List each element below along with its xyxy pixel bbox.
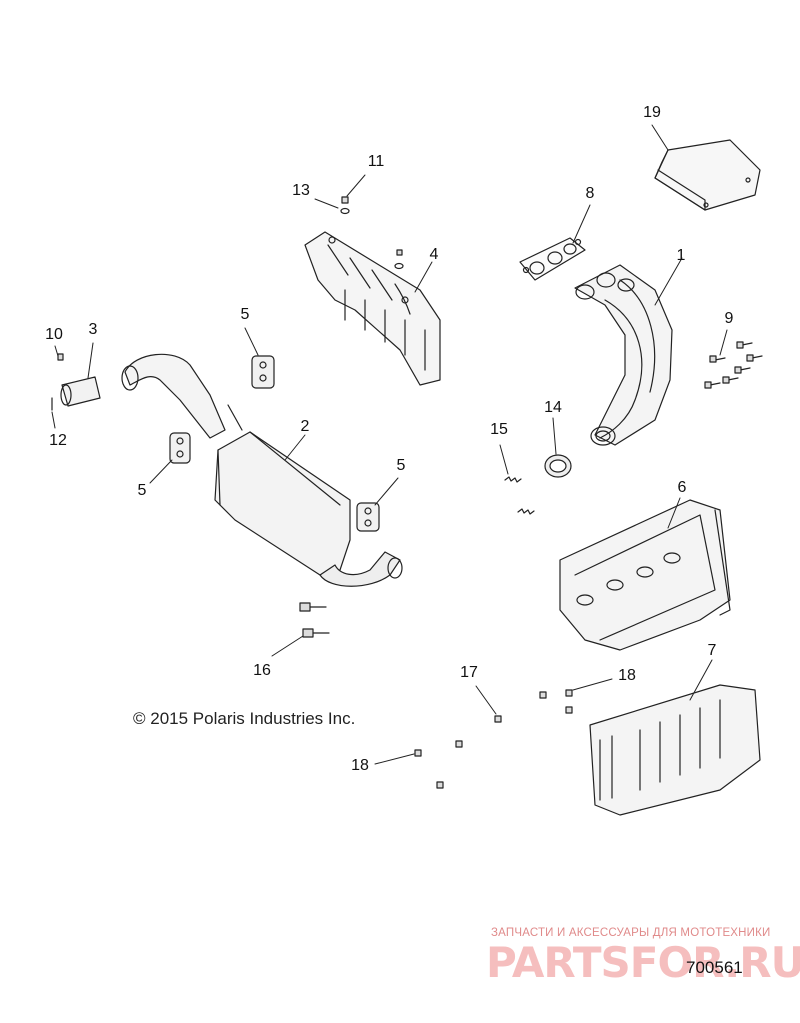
callout-15: 15 <box>490 421 508 438</box>
callout-14: 14 <box>544 399 562 416</box>
callout-3: 3 <box>88 321 98 338</box>
part-14-seal-ring <box>544 454 572 478</box>
part-15-springs <box>504 476 535 515</box>
callout-8: 8 <box>585 185 595 202</box>
callout-4: 4 <box>429 246 439 263</box>
callout-5-right: 5 <box>396 457 406 474</box>
callout-5-left: 5 <box>137 482 147 499</box>
callout-13: 13 <box>292 182 310 199</box>
part-8-exhaust-gasket <box>519 237 586 281</box>
callout-18-right: 18 <box>618 667 636 684</box>
callout-7: 7 <box>707 642 717 659</box>
part-5-isolators <box>169 355 380 532</box>
part-16-bolts <box>299 602 330 638</box>
callout-6: 6 <box>677 479 687 496</box>
part-19-heat-shield-plate <box>654 139 761 211</box>
part-2-muffler <box>121 353 403 587</box>
callout-9: 9 <box>724 310 734 327</box>
callout-2: 2 <box>300 418 310 435</box>
callout-5-upper: 5 <box>240 306 250 323</box>
callout-17: 17 <box>460 664 478 681</box>
diagram-id: 700561 <box>686 958 743 977</box>
callout-1: 1 <box>676 247 686 264</box>
part-1-exhaust-manifold <box>574 264 673 446</box>
part-7-side-heat-shield <box>589 684 761 816</box>
part-4-upper-heat-shield <box>304 231 441 386</box>
callout-10: 10 <box>45 326 63 343</box>
part-17-18-fasteners <box>414 689 573 789</box>
watermark-brand: PARTSFOR.RU <box>486 938 800 987</box>
leader-lines <box>51 124 728 765</box>
callout-16: 16 <box>253 662 271 679</box>
part-3-tail-tip <box>51 353 101 411</box>
callout-11: 11 <box>367 153 385 170</box>
watermark-tagline: ЗАПЧАСТИ И АКСЕССУАРЫ ДЛЯ МОТОТЕХНИКИ <box>491 927 771 939</box>
callout-18-left: 18 <box>351 757 369 774</box>
copyright-text: © 2015 Polaris Industries Inc. <box>133 709 356 728</box>
part-6-lower-heat-shield <box>559 499 731 651</box>
part-9-bolts <box>704 341 763 389</box>
callout-12: 12 <box>49 432 67 449</box>
part-11-13-bolt-washer <box>340 196 404 270</box>
callout-19: 19 <box>643 104 661 121</box>
